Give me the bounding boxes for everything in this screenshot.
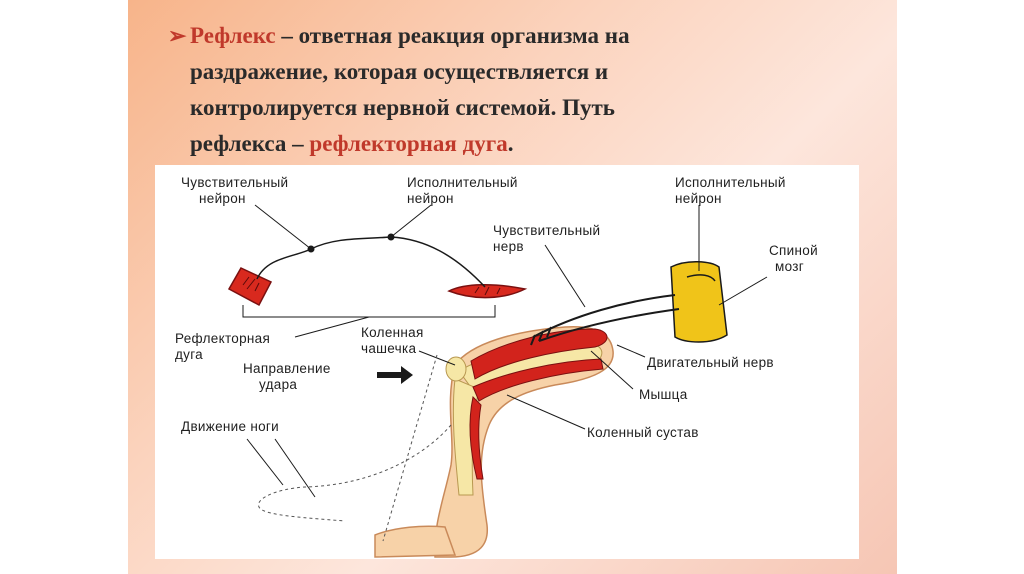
spinal-cord-detail xyxy=(686,274,716,282)
label-kneecap-2: чашечка xyxy=(361,341,416,356)
definition-line-2: раздражение, которая осуществляется и xyxy=(190,59,609,84)
receptor-branches xyxy=(242,276,260,292)
label-muscle: Мышца xyxy=(639,387,688,402)
pointer-motor-nerve xyxy=(616,344,646,358)
pointer-leg-movement-2 xyxy=(274,438,316,498)
swing-path-dashed xyxy=(382,354,438,542)
label-spinal-cord-2: мозг xyxy=(775,259,804,274)
strike-arrow-icon xyxy=(377,366,413,384)
definition-line-4-start: рефлекса – xyxy=(190,131,310,156)
kneecap-shape xyxy=(445,356,467,382)
reflex-arc-diagram: Чувствительный нейрон Исполнительный ней… xyxy=(175,175,818,558)
pointer-leg-movement-1 xyxy=(246,438,284,486)
label-motor-neuron-right-1: Исполнительный xyxy=(675,175,786,190)
leg-swing-outline xyxy=(258,424,452,522)
label-spinal-cord-1: Спиной xyxy=(769,243,818,258)
label-motor-neuron-top-1: Исполнительный xyxy=(407,175,518,190)
pointer-sensory-neuron xyxy=(254,204,312,250)
effector-branches xyxy=(474,286,501,296)
definition-line-1-rest: – ответная реакция организма на xyxy=(275,23,630,48)
label-kneecap-1: Коленная xyxy=(361,325,424,340)
term-reflex-arc: рефлекторная дуга xyxy=(309,131,508,156)
label-sensory-neuron-1: Чувствительный xyxy=(181,175,288,190)
label-motor-nerve: Двигательный нерв xyxy=(647,355,774,370)
label-strike-direction-1: Направление xyxy=(243,361,331,376)
nerve-endings xyxy=(530,326,552,346)
pointer-knee-joint xyxy=(506,394,586,430)
label-reflex-arc-2: дуга xyxy=(175,347,203,362)
pointer-kneecap xyxy=(418,350,456,366)
label-motor-neuron-top-2: нейрон xyxy=(407,191,454,206)
label-motor-neuron-right-2: нейрон xyxy=(675,191,722,206)
reflex-arc-figure: Чувствительный нейрон Исполнительный ней… xyxy=(155,165,859,559)
sensory-nerve-line xyxy=(532,294,676,338)
label-leg-movement: Движение ноги xyxy=(181,419,279,434)
definition-line-4-end: . xyxy=(507,131,514,156)
label-strike-direction-2: удара xyxy=(259,377,297,392)
thigh-muscle xyxy=(470,328,608,380)
pointer-spinal-cord xyxy=(718,276,768,306)
hamstring-muscle xyxy=(472,358,604,402)
reflex-arc-bracket xyxy=(242,305,496,318)
label-sensory-nerve-2: нерв xyxy=(493,239,524,254)
pointer-reflex-arc xyxy=(294,316,370,338)
label-reflex-arc-1: Рефлекторная xyxy=(175,331,270,346)
definition-line-1: Рефлекс – ответная реакция организма на xyxy=(190,18,630,54)
calf-muscle xyxy=(469,395,484,480)
pointer-motor-neuron xyxy=(390,204,432,238)
definition-line-4: рефлекса – рефлекторная дуга. xyxy=(190,126,513,162)
label-knee-joint: Коленный сустав xyxy=(587,425,699,440)
label-sensory-nerve-1: Чувствительный xyxy=(493,223,600,238)
pointer-muscle xyxy=(590,350,634,390)
foot-shape xyxy=(374,525,457,558)
definition-line-3: контролируется нервной системой. Путь xyxy=(190,95,615,120)
pointer-sensory-nerve xyxy=(544,244,586,308)
spinal-cord-shape xyxy=(670,261,728,343)
receptor-tissue-shape xyxy=(227,267,273,307)
neural-pathway xyxy=(256,236,486,288)
label-sensory-neuron-2: нейрон xyxy=(199,191,246,206)
bullet-arrow-icon: ➢ xyxy=(168,23,187,48)
term-reflex: Рефлекс xyxy=(190,23,276,48)
motor-nerve-line xyxy=(538,308,680,342)
